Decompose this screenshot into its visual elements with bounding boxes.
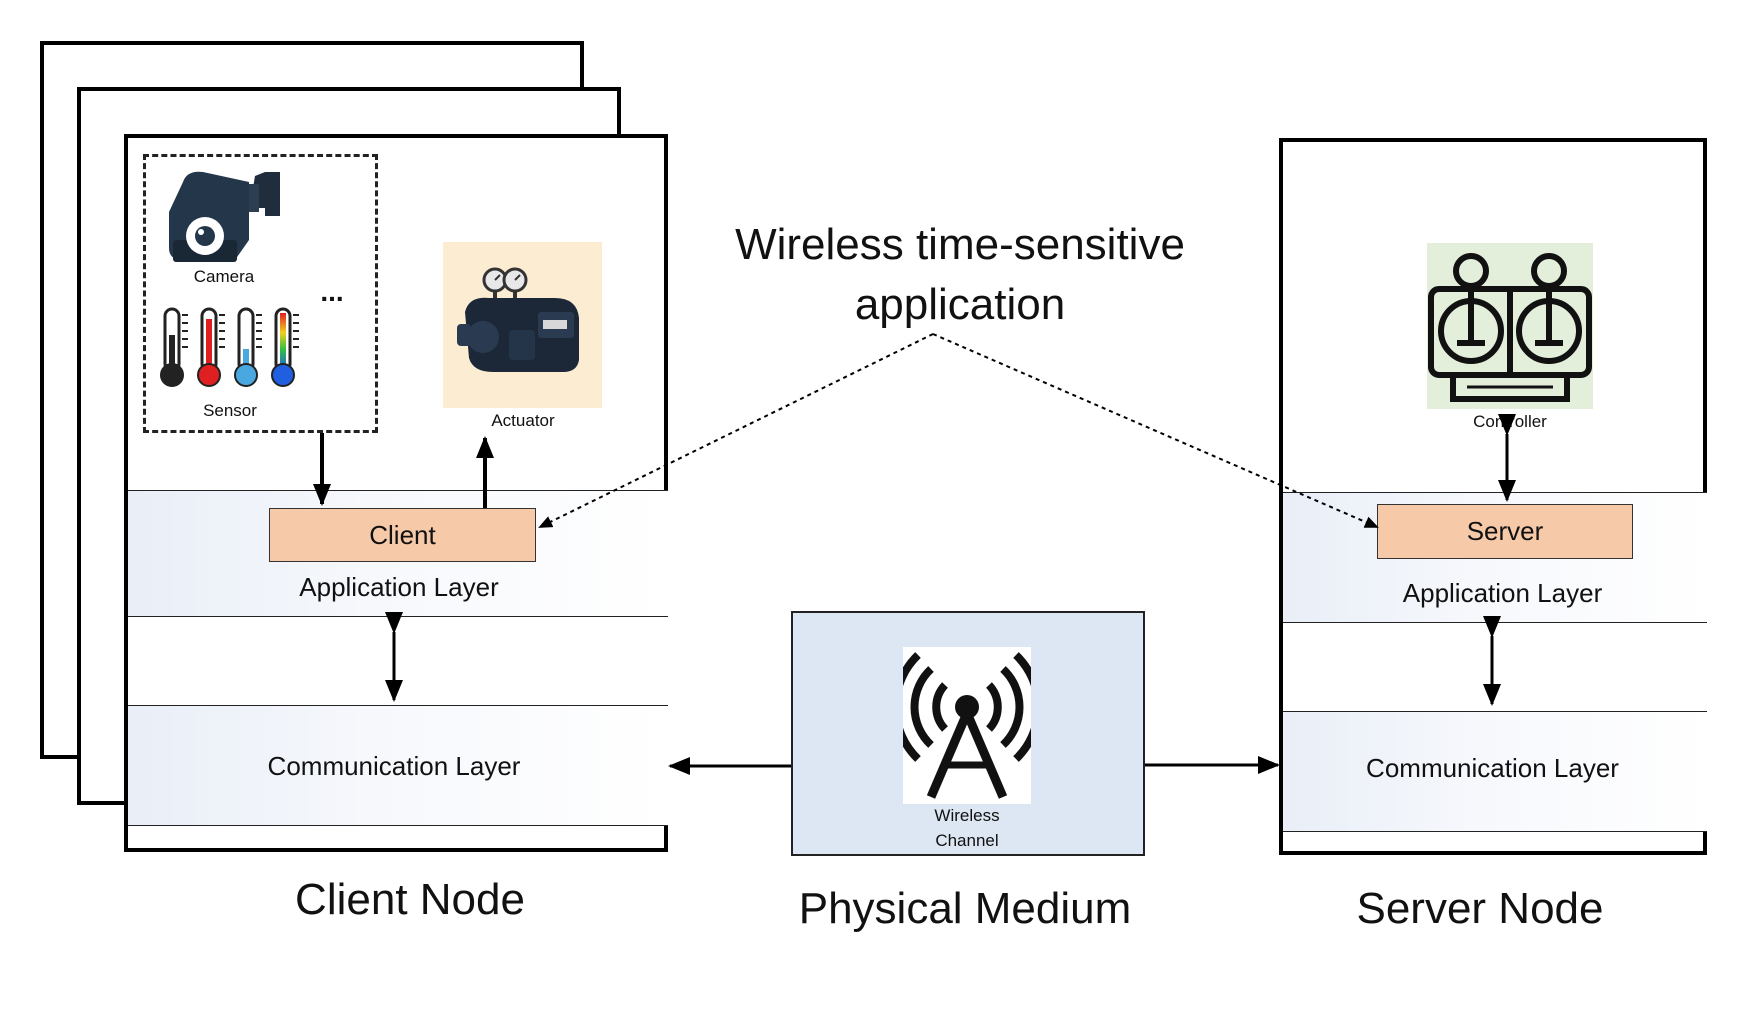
sensor-label: Sensor bbox=[203, 401, 257, 420]
client-node-frame bbox=[124, 134, 668, 852]
camera-icon bbox=[165, 168, 283, 266]
client-communication-layer bbox=[128, 705, 668, 826]
title-line2: application bbox=[854, 280, 1066, 329]
actuator-icon bbox=[443, 242, 602, 408]
server-communication-layer-label: Communication Layer bbox=[1366, 753, 1619, 783]
server-node-caption: Server Node bbox=[1356, 884, 1604, 933]
ellipsis-label: ... bbox=[320, 276, 344, 307]
wireless-channel-label-line2: Channel bbox=[935, 831, 999, 850]
title-line1: Wireless time-sensitive bbox=[735, 220, 1185, 269]
thermometer-icon bbox=[158, 305, 306, 389]
title-to-client-dotted-arrow bbox=[538, 333, 934, 528]
controller-icon bbox=[1427, 243, 1593, 409]
title-to-server-dotted-arrow bbox=[932, 333, 1379, 528]
server-box: Server bbox=[1377, 504, 1633, 559]
wireless-tower-icon bbox=[903, 647, 1031, 804]
camera-label: Camera bbox=[193, 267, 255, 286]
wireless-channel-label-line1: Wireless bbox=[934, 806, 1000, 825]
client-node-caption: Client Node bbox=[295, 875, 525, 924]
client-application-layer-label: Application Layer bbox=[299, 572, 499, 602]
actuator-label: Actuator bbox=[491, 411, 555, 430]
client-communication-layer-label: Communication Layer bbox=[267, 751, 521, 781]
physical-medium-caption: Physical Medium bbox=[798, 884, 1132, 933]
client-box: Client bbox=[269, 508, 536, 562]
server-application-layer-label: Application Layer bbox=[1402, 578, 1603, 608]
server-communication-layer bbox=[1283, 711, 1707, 832]
